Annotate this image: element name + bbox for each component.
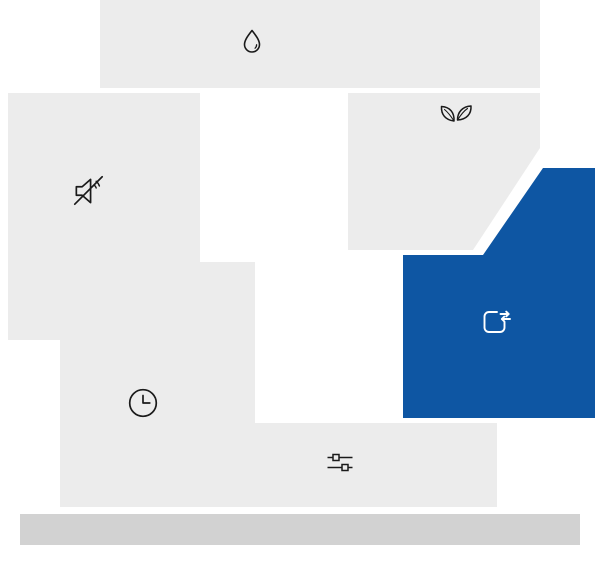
water-drop-icon <box>237 27 267 57</box>
tile-settings[interactable] <box>60 423 497 507</box>
remote-connect-icon <box>477 304 513 340</box>
tile-water[interactable] <box>100 0 540 88</box>
clock-icon <box>126 386 160 420</box>
bottom-bar <box>20 514 580 545</box>
leaves-icon <box>437 96 475 126</box>
sliders-icon <box>326 451 354 474</box>
speaker-muted-icon <box>70 172 108 210</box>
